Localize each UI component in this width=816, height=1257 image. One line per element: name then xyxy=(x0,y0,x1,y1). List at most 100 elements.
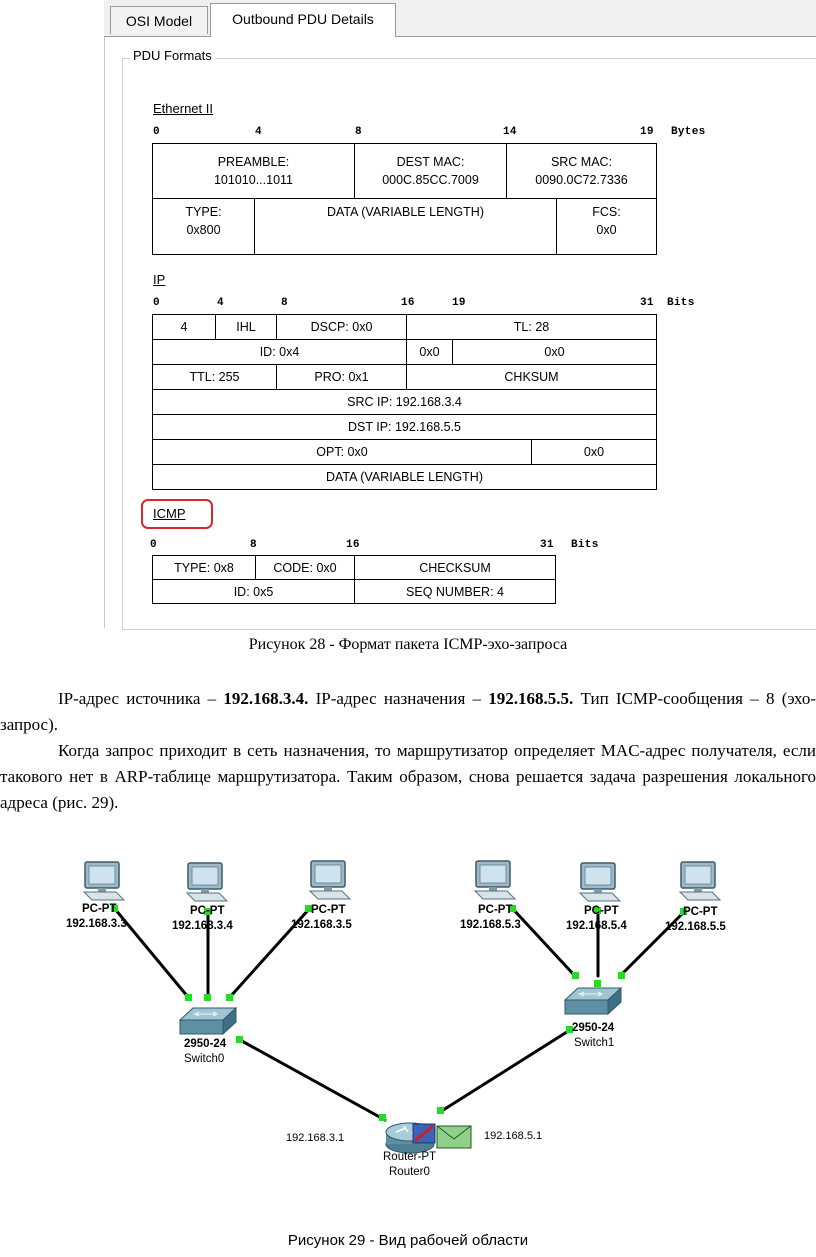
pc-icon[interactable] xyxy=(186,862,228,902)
tab-osi-model[interactable]: OSI Model xyxy=(110,6,208,34)
field-value: IHL xyxy=(236,320,256,334)
ruler-tick: 0 xyxy=(150,539,157,551)
icmp-title: ICMP xyxy=(153,506,186,521)
field-value: 000C.85CC.7009 xyxy=(382,173,479,187)
router-left-ip-label: 192.168.3.1 xyxy=(286,1132,345,1144)
router-right-ip-label: 192.168.5.1 xyxy=(484,1130,543,1142)
field-name: DEST MAC: xyxy=(396,155,465,169)
field-value: DST IP: 192.168.5.5 xyxy=(347,420,462,434)
pc-icon[interactable] xyxy=(579,862,621,902)
pc-icon[interactable] xyxy=(679,861,721,901)
pc-ip-label: 192.168.3.5 xyxy=(291,919,352,931)
switch-icon[interactable] xyxy=(564,987,622,1015)
pc-icon[interactable] xyxy=(83,861,125,901)
field-name: FCS: xyxy=(592,205,621,219)
link-switch0-router xyxy=(238,1038,387,1122)
ruler-tick: 4 xyxy=(217,297,224,309)
port-dot xyxy=(111,905,118,912)
pc-type-label: PC-PT xyxy=(311,904,346,916)
ruler-tick: 8 xyxy=(355,126,362,138)
field-value: ID: 0x4 xyxy=(259,345,300,359)
pc-ip-label: 192.168.3.4 xyxy=(172,920,233,932)
figure-29-caption: Рисунок 29 - Вид рабочей области xyxy=(287,1232,529,1249)
icmp-seq-field: SEQ NUMBER: 4 xyxy=(354,579,556,604)
ruler-tick: 14 xyxy=(503,126,517,138)
link-pc5-switch1 xyxy=(618,910,686,978)
ip-options-field: OPT: 0x0 xyxy=(152,439,532,465)
link-pc3-switch1 xyxy=(510,906,577,978)
field-value: OPT: 0x0 xyxy=(316,445,368,459)
tab-bar: OSI Model Outbound PDU Details xyxy=(104,0,816,37)
icmp-id-field: ID: 0x5 xyxy=(152,579,355,604)
field-value: SEQ NUMBER: 4 xyxy=(406,584,504,599)
ip-dscp-field: DSCP: 0x0 xyxy=(276,314,407,340)
ip-title: IP xyxy=(153,272,166,287)
ip-padding-field: 0x0 xyxy=(531,439,657,465)
pc-ip-label: 192.168.3.3 xyxy=(66,918,127,930)
field-value: CHKSUM xyxy=(504,370,559,384)
field-value: 0x0 xyxy=(544,345,565,359)
router-name-label: Router0 xyxy=(389,1166,430,1178)
pc-type-label: PC-PT xyxy=(82,903,117,915)
port-dot xyxy=(594,907,601,914)
field-value: CODE: 0x0 xyxy=(273,560,337,575)
pc-icon[interactable] xyxy=(309,860,351,900)
pdu-envelope-icon xyxy=(412,1123,472,1149)
ip-id-field: ID: 0x4 xyxy=(152,339,407,365)
ip-ihl-field: IHL xyxy=(215,314,277,340)
ruler-unit: Bits xyxy=(667,297,695,309)
pc-ip-label: 192.168.5.5 xyxy=(665,921,726,933)
pc-ip-label: 192.168.5.4 xyxy=(566,920,627,932)
field-name: SRC MAC: xyxy=(550,155,613,169)
dest-mac-field: DEST MAC: 000C.85CC.7009 xyxy=(354,143,507,199)
field-name: DATA (VARIABLE LENGTH) xyxy=(327,205,484,219)
ip-checksum-field: CHKSUM xyxy=(406,364,657,390)
link-switch1-router xyxy=(438,1028,572,1114)
ruler-tick: 0 xyxy=(153,297,160,309)
pc-type-label: PC-PT xyxy=(478,904,513,916)
port-dot xyxy=(594,980,601,987)
field-name: TYPE: xyxy=(185,205,222,219)
field-value: TTL: 255 xyxy=(189,370,240,384)
ruler-unit: Bytes xyxy=(671,126,706,138)
source-ip: 192.168.3.4. xyxy=(223,689,309,708)
destination-ip: 192.168.5.5. xyxy=(488,689,574,708)
text-span: IP-адрес назначения – xyxy=(308,689,489,708)
field-value: PRO: 0x1 xyxy=(314,370,369,384)
ip-ttl-field: TTL: 255 xyxy=(152,364,277,390)
field-value: SRC IP: 192.168.3.4 xyxy=(347,395,462,409)
text-span: IP-адрес источника – xyxy=(58,689,224,708)
switch-model-label: 2950-24 xyxy=(184,1038,227,1050)
field-value: 4 xyxy=(180,320,188,334)
field-value: DATA (VARIABLE LENGTH) xyxy=(326,470,483,484)
field-value: 101010...1011 xyxy=(213,173,293,187)
pdu-formats-groupbox xyxy=(122,58,816,630)
paragraph-arp: Когда запрос приходит в сеть назначения,… xyxy=(0,741,816,812)
ip-src-field: SRC IP: 192.168.3.4 xyxy=(152,389,657,415)
switch-model-label: 2950-24 xyxy=(572,1022,615,1034)
field-value: 0x800 xyxy=(186,223,221,237)
ethernet-title: Ethernet II xyxy=(153,101,213,116)
pc-type-label: PC-PT xyxy=(584,905,619,917)
ruler-tick: 4 xyxy=(255,126,262,138)
port-dot xyxy=(305,905,312,912)
switch-icon[interactable] xyxy=(179,1007,237,1035)
icmp-checksum-field: CHECKSUM xyxy=(354,555,556,580)
figure-28-caption: Рисунок 28 - Формат пакета ICMP-эхо-запр… xyxy=(248,636,568,653)
ip-protocol-field: PRO: 0x1 xyxy=(276,364,407,390)
link-pc2-switch0 xyxy=(228,906,312,999)
ip-dst-field: DST IP: 192.168.5.5 xyxy=(152,414,657,440)
tab-outbound-pdu-details[interactable]: Outbound PDU Details xyxy=(210,3,396,37)
port-dot xyxy=(509,905,516,912)
pc-type-label: PC-PT xyxy=(683,906,718,918)
pc-ip-label: 192.168.5.3 xyxy=(460,919,521,931)
src-mac-field: SRC MAC: 0090.0C72.7336 xyxy=(506,143,657,199)
text-span: Тип ICMP-сообщения – 8 (эхо-запрос). xyxy=(0,689,816,734)
port-dot xyxy=(185,994,192,1001)
fcs-field: FCS: 0x0 xyxy=(556,198,657,255)
pc-icon[interactable] xyxy=(474,860,516,900)
preamble-field: PREAMBLE: 101010...1011 xyxy=(152,143,355,199)
field-value: 0090.0C72.7336 xyxy=(535,173,628,187)
ruler-tick: 8 xyxy=(281,297,288,309)
icmp-type-field: TYPE: 0x8 xyxy=(152,555,256,580)
